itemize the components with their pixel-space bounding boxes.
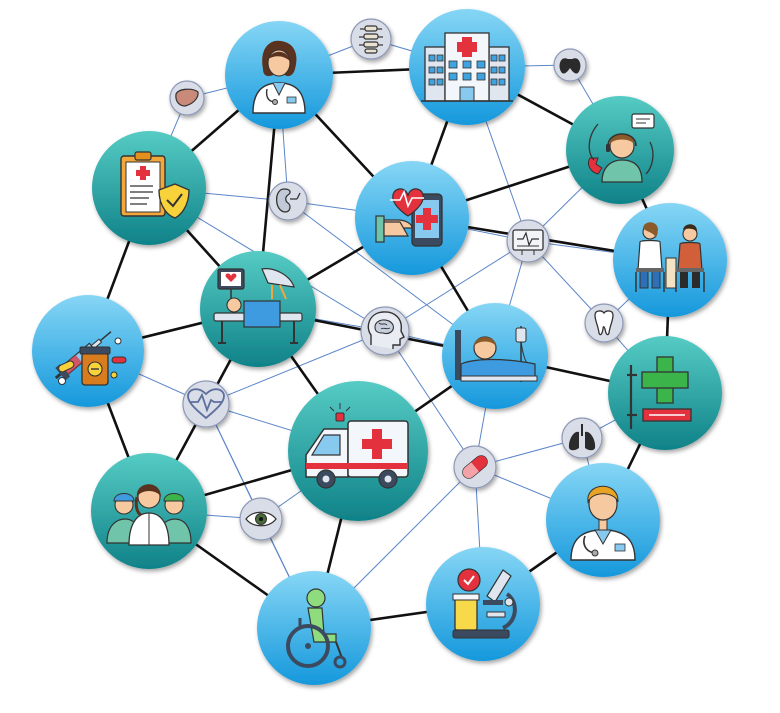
- patient-in-bed-icon: [455, 326, 538, 382]
- medical-clipboard-shield-icon: [120, 151, 190, 219]
- hospital-node: [409, 9, 525, 125]
- female-doctor-icon: [252, 40, 306, 114]
- eye-node: [239, 497, 283, 541]
- syringe-pills-icon: [54, 331, 127, 386]
- kidney-node: [268, 181, 308, 221]
- mobile-health-node: [355, 161, 469, 275]
- ambulance-icon: [305, 403, 409, 489]
- spine-node: [350, 18, 392, 60]
- kidney-icon: [275, 188, 291, 213]
- vital-monitor-icon: [512, 229, 544, 255]
- liver-node: [169, 80, 205, 116]
- call-center-node: [566, 96, 674, 204]
- small-nodes-layer: [169, 18, 624, 541]
- capsule-node: [453, 445, 497, 489]
- telephone-support-icon: [587, 113, 655, 183]
- consultation-node: [613, 203, 727, 317]
- thyroid-icon: [559, 58, 581, 74]
- thyroid-node: [553, 48, 587, 82]
- male-doctor-node: [546, 463, 660, 577]
- clipboard-node: [92, 131, 206, 245]
- wheelchair-patient-icon: [286, 588, 347, 669]
- hospital-building-icon: [421, 32, 513, 102]
- male-doctor-icon: [570, 485, 636, 561]
- brain-head-icon: [367, 311, 405, 349]
- lab-node: [426, 547, 540, 661]
- medical-staff-group-icon: [106, 484, 192, 546]
- wheelchair-node: [257, 571, 371, 685]
- patient-bed-node: [442, 303, 548, 409]
- liver-icon: [175, 88, 199, 107]
- mobile-health-app-icon: [375, 188, 443, 247]
- patient-consultation-icon: [635, 222, 705, 292]
- large-nodes-layer: [32, 9, 727, 685]
- thin-link-monitor-brain: [384, 240, 529, 332]
- monitor-node: [506, 219, 550, 263]
- lungs-icon: [568, 424, 596, 451]
- heartbeat-node: [182, 380, 230, 428]
- pharmacy-node: [608, 336, 722, 450]
- medical-staff-node: [91, 453, 207, 569]
- tooth-icon: [594, 310, 614, 336]
- lungs-node: [561, 417, 603, 459]
- thin-link-brain-capsule: [384, 330, 476, 468]
- eye-icon: [245, 511, 277, 527]
- female-doctor-node: [225, 21, 333, 129]
- medicine-node: [32, 295, 144, 407]
- tooth-node: [584, 303, 624, 343]
- microscope-lab-icon: [452, 568, 517, 639]
- heartbeat-icon: [187, 388, 225, 420]
- operating-room-node: [200, 251, 316, 367]
- thin-link-brain-heartbeat: [205, 330, 386, 405]
- pharmacy-cross-sign-icon: [627, 356, 692, 429]
- spine-icon: [359, 25, 383, 54]
- brain-node: [360, 306, 410, 356]
- operating-room-icon: [213, 268, 303, 344]
- ambulance-node: [288, 381, 428, 521]
- capsule-pill-icon: [462, 455, 488, 479]
